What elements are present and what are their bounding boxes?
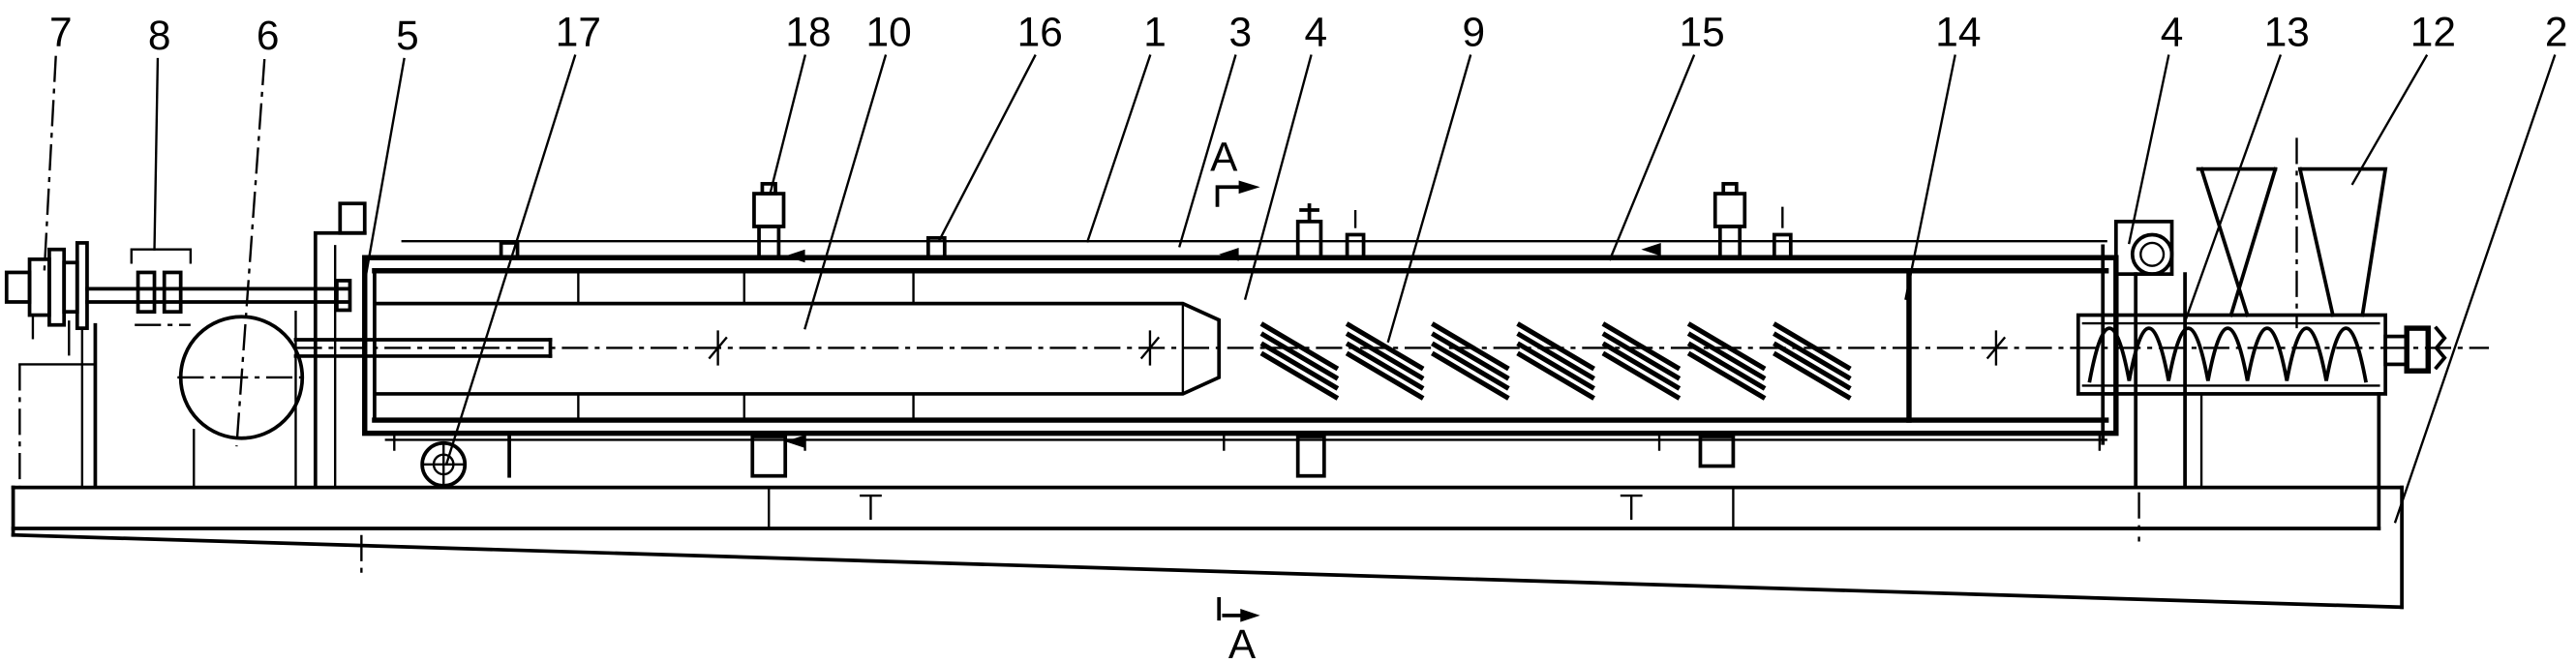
leader-line-1 bbox=[1085, 54, 1152, 243]
part-label-4-right: 4 bbox=[2161, 9, 2184, 54]
leader-line-4-right bbox=[2127, 54, 2170, 245]
feed-hopper bbox=[2196, 137, 2388, 329]
leader-line-16 bbox=[938, 54, 1037, 242]
right-end-bearing bbox=[2113, 220, 2203, 490]
fin-group bbox=[1259, 321, 1340, 401]
nozzle bbox=[925, 235, 947, 260]
leader-line-13 bbox=[2183, 54, 2283, 323]
support-block bbox=[750, 435, 788, 478]
fin-group bbox=[1516, 321, 1595, 401]
leader-line-2 bbox=[2393, 54, 2557, 524]
section-label-bottom: A bbox=[1228, 621, 1257, 663]
fin-group bbox=[1773, 321, 1852, 401]
part-label-6: 6 bbox=[257, 13, 280, 58]
valve-fitting bbox=[1295, 203, 1323, 260]
part-label-4-left: 4 bbox=[1305, 9, 1328, 54]
part-label-1: 1 bbox=[1143, 9, 1167, 54]
leader-line-14 bbox=[1904, 54, 1956, 300]
support-block bbox=[1698, 435, 1736, 468]
section-marker-bottom: A bbox=[1217, 597, 1260, 663]
section-arrow-icon bbox=[1240, 609, 1260, 622]
fin-group bbox=[1601, 321, 1682, 401]
part-label-18: 18 bbox=[785, 9, 831, 54]
arrow-mark bbox=[785, 249, 805, 263]
bottom-supports bbox=[420, 431, 1736, 488]
support-fitting bbox=[1712, 182, 1747, 260]
leader-line-7 bbox=[43, 55, 57, 271]
support-fitting bbox=[752, 182, 786, 260]
end-plate bbox=[313, 201, 367, 490]
part-label-2: 2 bbox=[2545, 9, 2568, 54]
fin-group bbox=[1431, 321, 1510, 401]
pulley-wheel bbox=[177, 310, 306, 489]
part-label-12: 12 bbox=[2410, 9, 2456, 54]
leader-line-3 bbox=[1178, 54, 1237, 248]
motor-blocks bbox=[130, 248, 193, 326]
leader-line-18 bbox=[769, 54, 807, 194]
part-label-8: 8 bbox=[148, 13, 171, 58]
center-marks bbox=[708, 330, 2007, 366]
part-label-5: 5 bbox=[396, 13, 419, 58]
part-label-13: 13 bbox=[2264, 9, 2310, 54]
fin-group bbox=[1686, 321, 1767, 401]
leader-line-5 bbox=[363, 57, 406, 285]
support-block bbox=[1295, 435, 1326, 478]
part-label-3: 3 bbox=[1228, 9, 1252, 54]
leader-line-6 bbox=[235, 58, 266, 447]
base-frame bbox=[11, 392, 2405, 610]
part-labels: 7 8 6 5 17 18 10 16 1 3 4 9 15 14 4 13 1… bbox=[49, 9, 2567, 57]
arrow-mark bbox=[785, 435, 805, 448]
screw-flight bbox=[2087, 326, 2368, 383]
leader-line-15 bbox=[1608, 54, 1696, 261]
leader-line-4-left bbox=[1243, 54, 1313, 301]
part-label-7: 7 bbox=[49, 9, 73, 54]
leader-line-12 bbox=[2350, 54, 2429, 186]
part-label-14: 14 bbox=[1935, 9, 1981, 54]
leader-line-8 bbox=[153, 57, 160, 251]
part-label-15: 15 bbox=[1680, 9, 1725, 54]
arrow-mark bbox=[1219, 248, 1239, 261]
section-marker-top: A bbox=[1210, 134, 1260, 207]
nozzle bbox=[499, 241, 520, 260]
part-label-9: 9 bbox=[1462, 9, 1485, 54]
section-arrow-icon bbox=[1238, 180, 1260, 195]
fins bbox=[1259, 321, 1852, 401]
fin-group bbox=[1345, 321, 1425, 401]
arrow-mark bbox=[1641, 242, 1661, 256]
nozzle bbox=[1345, 232, 1366, 260]
support-roller bbox=[420, 440, 468, 488]
screw-conveyor bbox=[2076, 313, 2447, 396]
nozzle bbox=[1772, 232, 1793, 260]
coupling-assembly bbox=[4, 241, 89, 356]
leader-line-9 bbox=[1386, 54, 1472, 344]
part-label-17: 17 bbox=[556, 9, 601, 54]
leader-line-10 bbox=[803, 54, 888, 330]
drum bbox=[362, 240, 2119, 451]
part-label-10: 10 bbox=[866, 9, 912, 54]
drive-unit bbox=[4, 201, 553, 490]
part-label-16: 16 bbox=[1017, 9, 1063, 54]
top-fittings bbox=[499, 182, 1793, 260]
section-label-top: A bbox=[1210, 134, 1238, 179]
